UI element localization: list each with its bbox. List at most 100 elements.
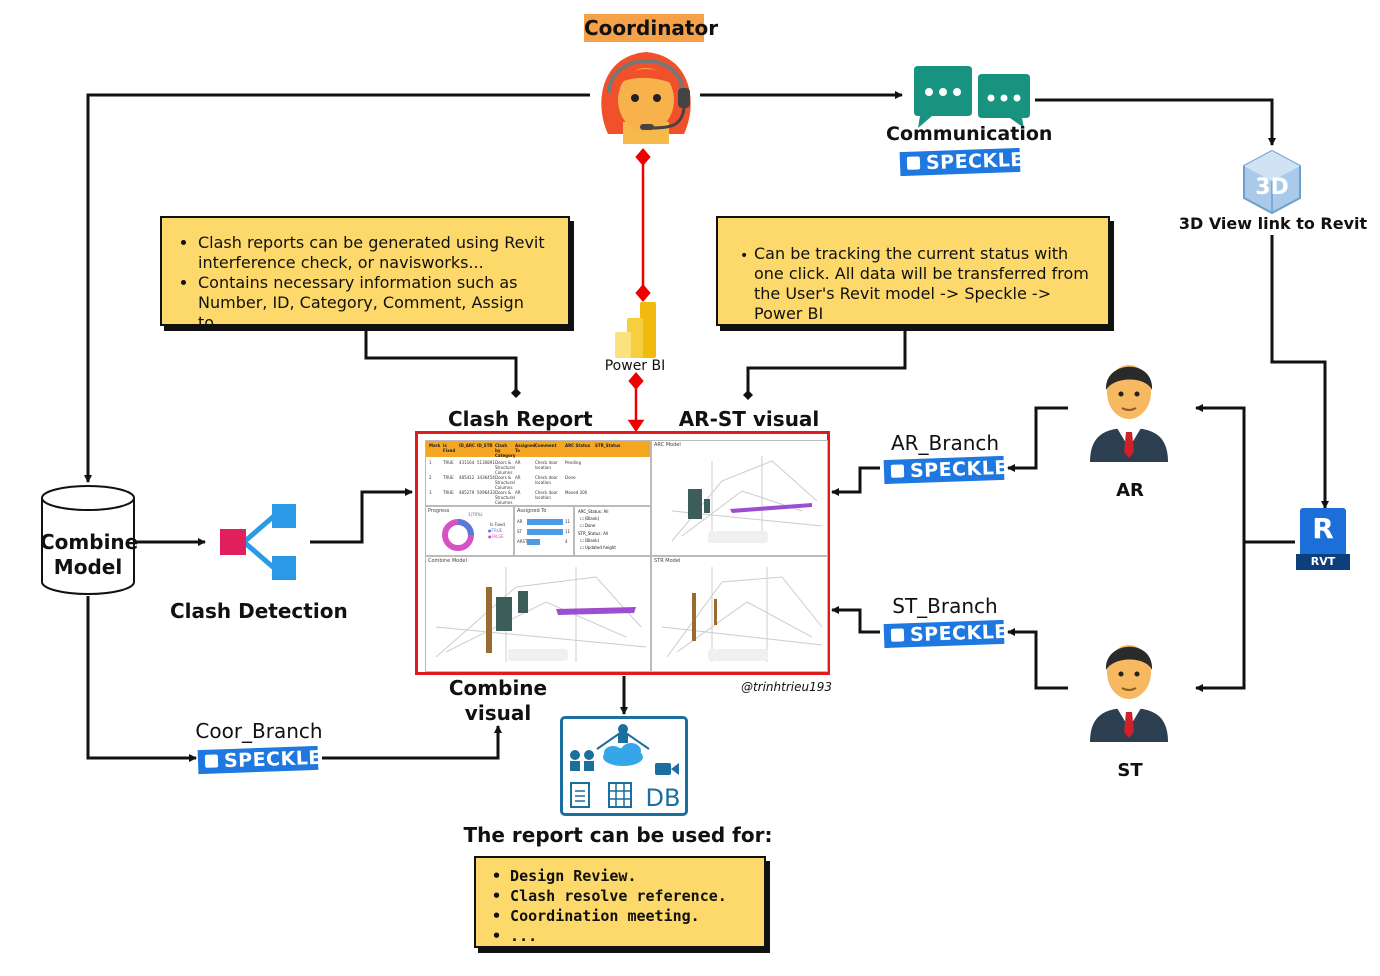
report-use-item: • ... <box>492 927 538 945</box>
svg-text:DB: DB <box>646 784 681 812</box>
ar-branch-speckle-badge: SPECKLE <box>883 455 1008 485</box>
st-branch-speckle-badge: SPECKLE <box>883 619 1008 649</box>
coor-branch-speckle-badge: SPECKLE <box>197 745 322 775</box>
table-cell: Doors & Structural Columns <box>495 475 515 490</box>
ar-label: AR <box>1116 480 1144 501</box>
table-cell: Moved 300 <box>565 490 588 495</box>
arst-visual-label: AR-ST visual <box>678 407 820 431</box>
bar <box>527 539 540 545</box>
3d-view-icon: 3D <box>1243 149 1301 215</box>
combine-model-database-icon <box>41 485 135 595</box>
clash-detection-icon <box>220 504 296 580</box>
meeting-db-icon: DB <box>560 716 688 816</box>
coordinator-label: Coordinator <box>584 16 719 40</box>
connector-note-right <box>746 326 907 394</box>
bar <box>527 529 563 535</box>
connector-note-left <box>364 326 518 392</box>
report-use-item: • Coordination meeting. <box>492 907 700 925</box>
table-cell: Done <box>565 475 576 480</box>
connector-communication-3d <box>1035 98 1276 146</box>
connector-3d-revit <box>1270 235 1329 509</box>
table-cell: 485279 <box>459 490 475 495</box>
table-header-cell: STR_Status <box>595 443 621 448</box>
table-cell: TRUE <box>443 490 454 495</box>
table-cell: Doors & Structural Columns <box>495 460 515 475</box>
table-cell: AR <box>515 460 521 465</box>
connector-coorbranch-visual <box>322 725 502 760</box>
bar-category-label: ST <box>517 529 522 534</box>
coordinator-label-bg <box>584 14 704 42</box>
ar-branch-label: AR_Branch <box>890 431 1000 455</box>
table-header-cell: Mark <box>429 443 441 448</box>
report-title: The report can be used for: <box>463 823 773 847</box>
note-clash-item: Contains necessary information such as N… <box>198 273 558 333</box>
table-cell: AR <box>515 490 521 495</box>
table-header-cell: Assigned To <box>515 443 536 453</box>
connector-revit-people <box>1195 404 1295 544</box>
table-cell: 2 <box>429 475 432 480</box>
bar-value-label: 11 <box>565 519 571 524</box>
coor-branch-label: Coor_Branch <box>195 719 323 743</box>
table-cell: 3 <box>429 490 432 495</box>
ar-person-icon <box>1090 365 1168 462</box>
coordinator-icon <box>601 52 691 144</box>
table-header-cell: ID_STR <box>477 443 493 448</box>
table-cell: 1 <box>429 460 432 465</box>
rvt-label: RVT <box>1310 555 1336 568</box>
3d-view-label: 3D View link to Revit <box>1178 214 1368 233</box>
bar-value-label: 11 <box>565 529 571 534</box>
watermark: @trinhtrieu193 <box>740 680 832 694</box>
st-branch-label: ST_Branch <box>892 594 998 618</box>
svg-text:3D: 3D <box>1255 175 1289 200</box>
table-cell: 431164 <box>459 460 475 465</box>
str-model-viewer[interactable]: STR Model <box>651 556 828 672</box>
table-cell: 3436454 <box>477 475 495 480</box>
table-cell: Check door location <box>535 475 558 485</box>
report-use-item: • Clash resolve reference. <box>492 887 727 905</box>
table-cell: Pending <box>565 460 581 465</box>
revit-icon: R RVT <box>1296 508 1352 570</box>
table-header-cell: Comment <box>535 443 557 448</box>
table-cell: 5130891 <box>477 460 495 465</box>
connector-coordinator-combine <box>84 93 590 483</box>
report-uses-list: • Design Review. • Clash resolve referenc… <box>492 866 764 946</box>
table-cell: Doors & Structural Columns <box>495 490 515 505</box>
bar-category-label: ARST <box>517 539 528 544</box>
report-use-item: • Design Review. <box>492 867 637 885</box>
note-tracking-status: • Can be tracking the current status wit… <box>716 216 1110 326</box>
connector-arbranch-dashboard <box>831 466 880 496</box>
table-cell: Check door location <box>535 460 558 470</box>
table-header <box>426 441 650 457</box>
power-bi-label: Power BI <box>604 358 666 374</box>
connector-st-branch <box>1007 628 1068 690</box>
table-header-cell: ARC Status <box>565 443 591 448</box>
combine-model-viewer[interactable]: Combine Model <box>425 556 651 672</box>
communication-speckle-badge: SPECKLE <box>899 147 1024 177</box>
table-cell: Check door location <box>535 490 558 500</box>
table-header-cell: ID_ARC <box>459 443 475 448</box>
table-cell: TRUE <box>443 475 454 480</box>
connector-ar-branch <box>1007 406 1068 472</box>
table-header-cell: Is Fixed <box>443 443 456 453</box>
connector-clash-dashboard <box>310 488 413 544</box>
communication-label: Communication <box>886 123 1053 145</box>
table-cell: AR <box>515 475 521 480</box>
clash-report-label: Clash Report <box>448 407 593 431</box>
bar-value-label: 4 <box>565 539 568 544</box>
arc-model-viewer[interactable]: ARC Model <box>651 440 828 556</box>
report-uses-note: • Design Review. • Clash resolve referenc… <box>474 856 766 948</box>
bar <box>527 519 563 525</box>
chat-bubbles-icon <box>914 66 1030 128</box>
note-clash-reports: Clash reports can be generated using Rev… <box>160 216 570 332</box>
note-clash-item: Clash reports can be generated using Rev… <box>198 233 558 273</box>
table-cell: TRUE <box>443 460 454 465</box>
clash-detection-label: Clash Detection <box>170 599 348 623</box>
note-tracking-text: Can be tracking the current status with … <box>754 244 1089 323</box>
bar-category-label: AR <box>517 519 523 524</box>
